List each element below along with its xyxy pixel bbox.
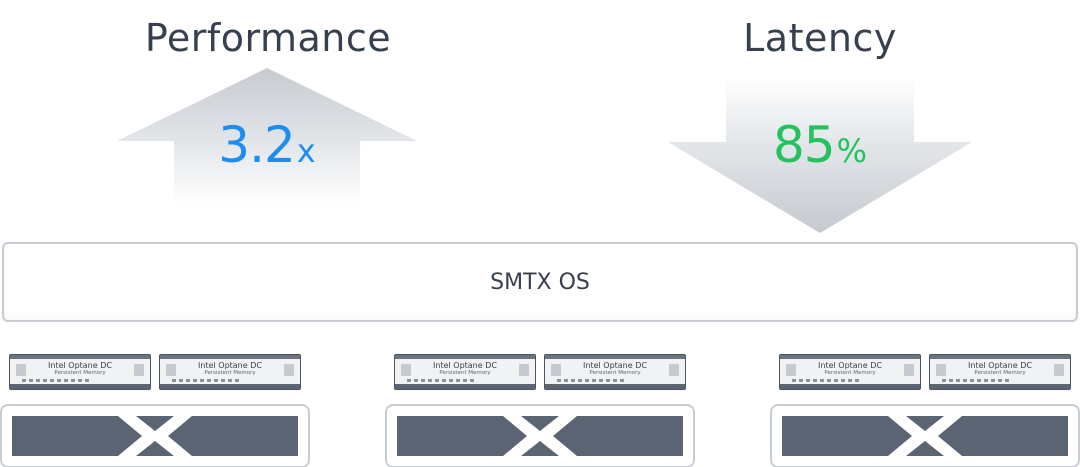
module-label: Intel Optane DC	[818, 361, 882, 370]
memory-module: Intel Optane DC Persistent Memory	[544, 354, 686, 390]
module-label: Intel Optane DC	[48, 361, 112, 370]
module-label: Intel Optane DC	[433, 361, 497, 370]
os-layer-bar: SMTX OS	[2, 242, 1078, 322]
memory-module: Intel Optane DC Persistent Memory	[779, 354, 921, 390]
server-node: Intel Optane DC Persistent Memory Intel …	[0, 354, 310, 467]
performance-unit: x	[296, 132, 316, 170]
memory-module: Intel Optane DC Persistent Memory	[159, 354, 301, 390]
switch-cross-icon	[12, 416, 298, 456]
performance-value: 3.2	[218, 116, 296, 174]
memory-module: Intel Optane DC Persistent Memory	[929, 354, 1071, 390]
module-label: Intel Optane DC	[968, 361, 1032, 370]
module-label: Intel Optane DC	[198, 361, 262, 370]
latency-title: Latency	[743, 16, 897, 60]
module-sublabel: Persistent Memory	[589, 370, 641, 376]
module-sublabel: Persistent Memory	[824, 370, 876, 376]
switch-cross-icon	[782, 416, 1068, 456]
performance-metric: 3.2 x	[117, 116, 417, 174]
network-switch	[770, 404, 1080, 467]
latency-value: 85	[772, 116, 836, 174]
server-node: Intel Optane DC Persistent Memory Intel …	[770, 354, 1080, 467]
module-label: Intel Optane DC	[583, 361, 647, 370]
module-sublabel: Persistent Memory	[54, 370, 106, 376]
module-sublabel: Persistent Memory	[204, 370, 256, 376]
memory-module: Intel Optane DC Persistent Memory	[394, 354, 536, 390]
module-sublabel: Persistent Memory	[439, 370, 491, 376]
performance-title: Performance	[144, 16, 392, 60]
latency-metric: 85 %	[668, 116, 972, 174]
switch-cross-icon	[397, 416, 683, 456]
performance-up-arrow-icon	[117, 68, 417, 205]
network-switch	[385, 404, 695, 467]
network-switch	[0, 404, 310, 467]
memory-module: Intel Optane DC Persistent Memory	[9, 354, 151, 390]
module-sublabel: Persistent Memory	[974, 370, 1026, 376]
server-node: Intel Optane DC Persistent Memory Intel …	[385, 354, 695, 467]
latency-down-arrow-icon	[668, 76, 972, 233]
latency-unit: %	[836, 132, 868, 170]
os-label: SMTX OS	[490, 269, 590, 295]
